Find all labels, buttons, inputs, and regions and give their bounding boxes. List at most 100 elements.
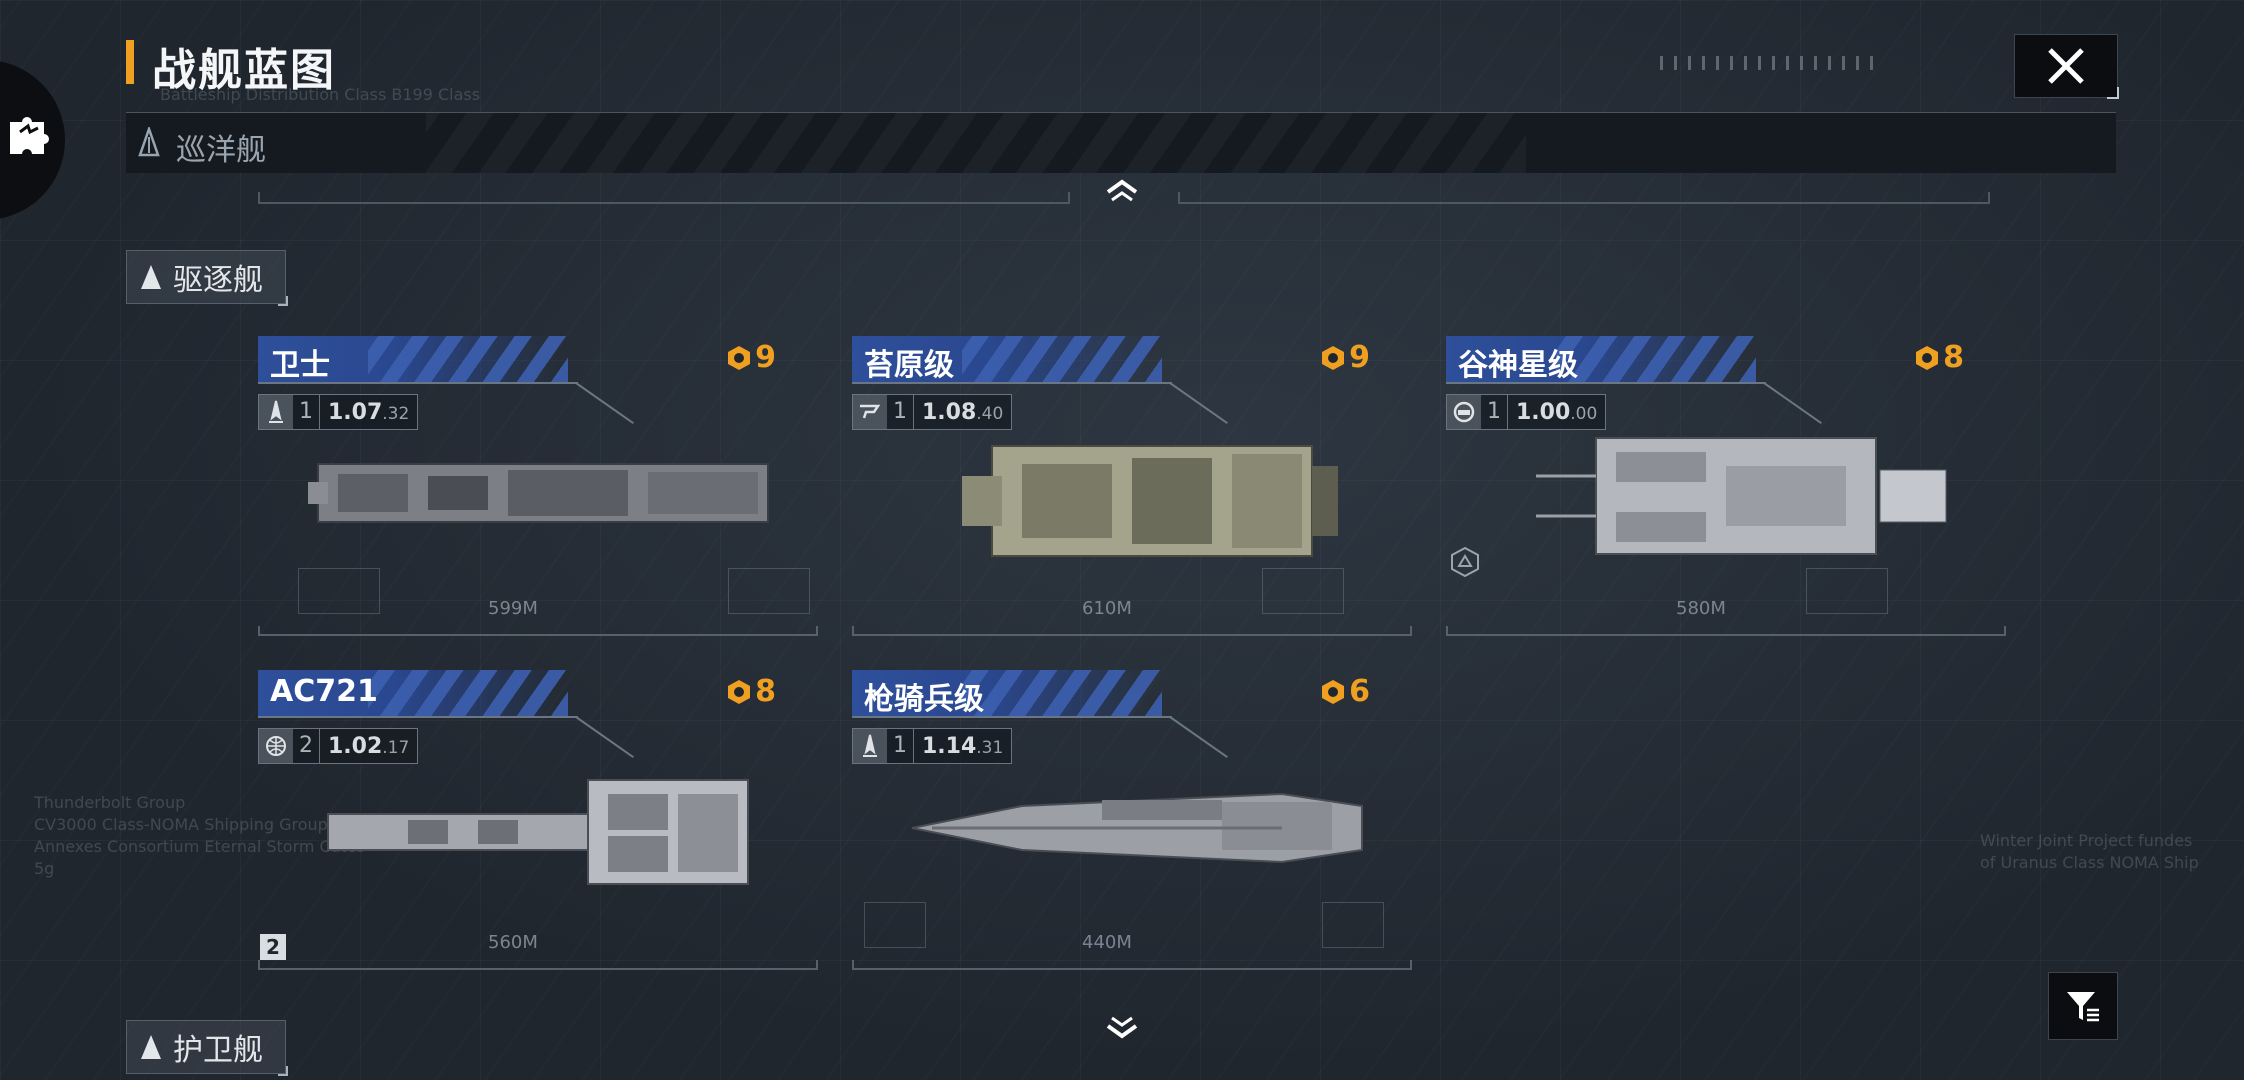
rank-badge-icon bbox=[1322, 679, 1345, 704]
bg-line: of Uranus Class NOMA Ship bbox=[1980, 853, 2199, 872]
ship-class-icon bbox=[138, 127, 160, 157]
ship-rank: 8 bbox=[725, 674, 776, 709]
hexagon-icon bbox=[1451, 546, 1479, 578]
scale-line bbox=[1446, 626, 2006, 636]
power-main: 1.02 bbox=[328, 733, 383, 759]
deco-box bbox=[298, 568, 380, 614]
power-sub: .17 bbox=[382, 737, 410, 758]
close-button[interactable] bbox=[2014, 34, 2119, 99]
ship-length: 580M bbox=[1676, 598, 1726, 619]
background-text-top: Battleship Distribution Class B199 Class bbox=[160, 85, 481, 104]
ship-card[interactable]: 谷神星级 8 1 1.00.00 580M bbox=[1446, 336, 2006, 636]
close-icon bbox=[2048, 48, 2084, 84]
category-label: 护卫舰 bbox=[173, 1033, 263, 1068]
name-underline bbox=[1446, 382, 1766, 384]
bg-line: Annexes Consortium Eternal Storm Cates bbox=[34, 837, 365, 856]
scale-line bbox=[258, 626, 818, 636]
ship-stats: 1 1.08.40 bbox=[852, 394, 1013, 430]
scroll-up-chevron-icon[interactable] bbox=[1106, 178, 1138, 202]
rank-value: 8 bbox=[755, 674, 776, 709]
scale-line bbox=[258, 960, 818, 970]
rank-value: 8 bbox=[1943, 340, 1964, 375]
ship-rank: 8 bbox=[1913, 340, 1964, 375]
ship-power: 1.07.32 bbox=[320, 400, 417, 425]
power-sub: .32 bbox=[382, 403, 410, 424]
scale-line bbox=[852, 960, 1412, 970]
category-corner-deco bbox=[278, 1066, 288, 1076]
ship-level: 1 bbox=[293, 395, 320, 429]
ship-image bbox=[911, 792, 1363, 864]
ship-length: 560M bbox=[488, 932, 538, 953]
missile-icon bbox=[853, 729, 887, 763]
name-underline bbox=[258, 382, 578, 384]
rank-badge-icon bbox=[728, 345, 751, 370]
ship-power: 1.02.17 bbox=[320, 734, 417, 759]
bg-line: CV3000 Class-NOMA Shipping Group AS bbox=[34, 815, 354, 834]
name-underline bbox=[852, 716, 1172, 718]
category-frigate[interactable]: 护卫舰 bbox=[126, 1020, 288, 1076]
ship-length: 599M bbox=[488, 598, 538, 619]
ship-card[interactable]: AC721 8 2 1.02.17 2 560M bbox=[258, 670, 818, 970]
ship-name: 苔原级 bbox=[864, 348, 954, 383]
ship-stats: 1 1.14.31 bbox=[852, 728, 1013, 764]
ship-stats: 1 1.07.32 bbox=[258, 394, 419, 430]
globe-icon bbox=[259, 729, 293, 763]
ship-name: 枪骑兵级 bbox=[864, 682, 984, 717]
cruiser-label: 巡洋舰 bbox=[176, 133, 266, 168]
cruiser-section-bar[interactable]: 巡洋舰 bbox=[126, 112, 2116, 173]
category-label: 驱逐舰 bbox=[173, 263, 263, 298]
power-sub: .40 bbox=[976, 403, 1004, 424]
cruiser-bar-stripes bbox=[426, 113, 1526, 173]
decor-ticks bbox=[1660, 56, 1880, 70]
name-underline bbox=[852, 382, 1172, 384]
ship-level: 1 bbox=[887, 395, 914, 429]
power-main: 1.07 bbox=[328, 399, 383, 425]
puzzle-icon[interactable] bbox=[6, 112, 52, 158]
ship-card[interactable]: 卫士 9 1 1.07.32 599M bbox=[258, 336, 818, 636]
ship-length: 610M bbox=[1082, 598, 1132, 619]
bg-line: 5g bbox=[34, 859, 55, 878]
scale-line bbox=[258, 192, 1070, 204]
ship-card[interactable]: 枪骑兵级 6 1 1.14.31 440M bbox=[852, 670, 1412, 970]
tier-marker: 2 bbox=[260, 934, 286, 960]
ship-rank: 6 bbox=[1319, 674, 1370, 709]
ship-length: 440M bbox=[1082, 932, 1132, 953]
ship-image bbox=[327, 779, 749, 885]
ship-name: 谷神星级 bbox=[1458, 348, 1578, 383]
background-text-left: Thunderbolt Group CV3000 Class-NOMA Ship… bbox=[34, 792, 365, 880]
page-title: 战舰蓝图 bbox=[152, 45, 336, 96]
power-sub: .00 bbox=[1570, 403, 1598, 424]
scroll-down-chevron-icon[interactable] bbox=[1106, 1016, 1138, 1040]
ship-power: 1.08.40 bbox=[914, 400, 1011, 425]
ship-card[interactable]: 苔原级 9 1 1.08.40 610M bbox=[852, 336, 1412, 636]
scale-line bbox=[852, 626, 1412, 636]
deco-box bbox=[1322, 902, 1384, 948]
ship-stats: 1 1.00.00 bbox=[1446, 394, 1607, 430]
name-bar bbox=[258, 336, 568, 382]
ship-class-icon bbox=[141, 1035, 161, 1059]
background-text-right: Winter Joint Project fundes of Uranus Cl… bbox=[1980, 830, 2199, 874]
rank-value: 9 bbox=[755, 340, 776, 375]
filter-button[interactable] bbox=[2048, 972, 2118, 1040]
category-destroyer[interactable]: 驱逐舰 bbox=[126, 250, 288, 306]
ship-level: 1 bbox=[887, 729, 914, 763]
name-bar bbox=[852, 670, 1162, 716]
rank-value: 9 bbox=[1349, 340, 1370, 375]
ship-image bbox=[308, 463, 769, 523]
name-bar bbox=[1446, 336, 1756, 382]
ship-name: AC721 bbox=[270, 674, 378, 709]
deco-box bbox=[864, 902, 926, 948]
ship-name: 卫士 bbox=[270, 348, 330, 383]
ship-image bbox=[1536, 437, 1947, 555]
name-bar bbox=[258, 670, 568, 716]
name-bar bbox=[852, 336, 1162, 382]
rank-value: 6 bbox=[1349, 674, 1370, 709]
power-sub: .31 bbox=[976, 737, 1004, 758]
shield-icon bbox=[1447, 395, 1481, 429]
power-main: 1.14 bbox=[922, 733, 977, 759]
power-main: 1.00 bbox=[1516, 399, 1571, 425]
scale-line bbox=[1178, 192, 1990, 204]
ship-power: 1.00.00 bbox=[1508, 400, 1605, 425]
title-accent-bar bbox=[126, 40, 134, 84]
deco-box bbox=[728, 568, 810, 614]
